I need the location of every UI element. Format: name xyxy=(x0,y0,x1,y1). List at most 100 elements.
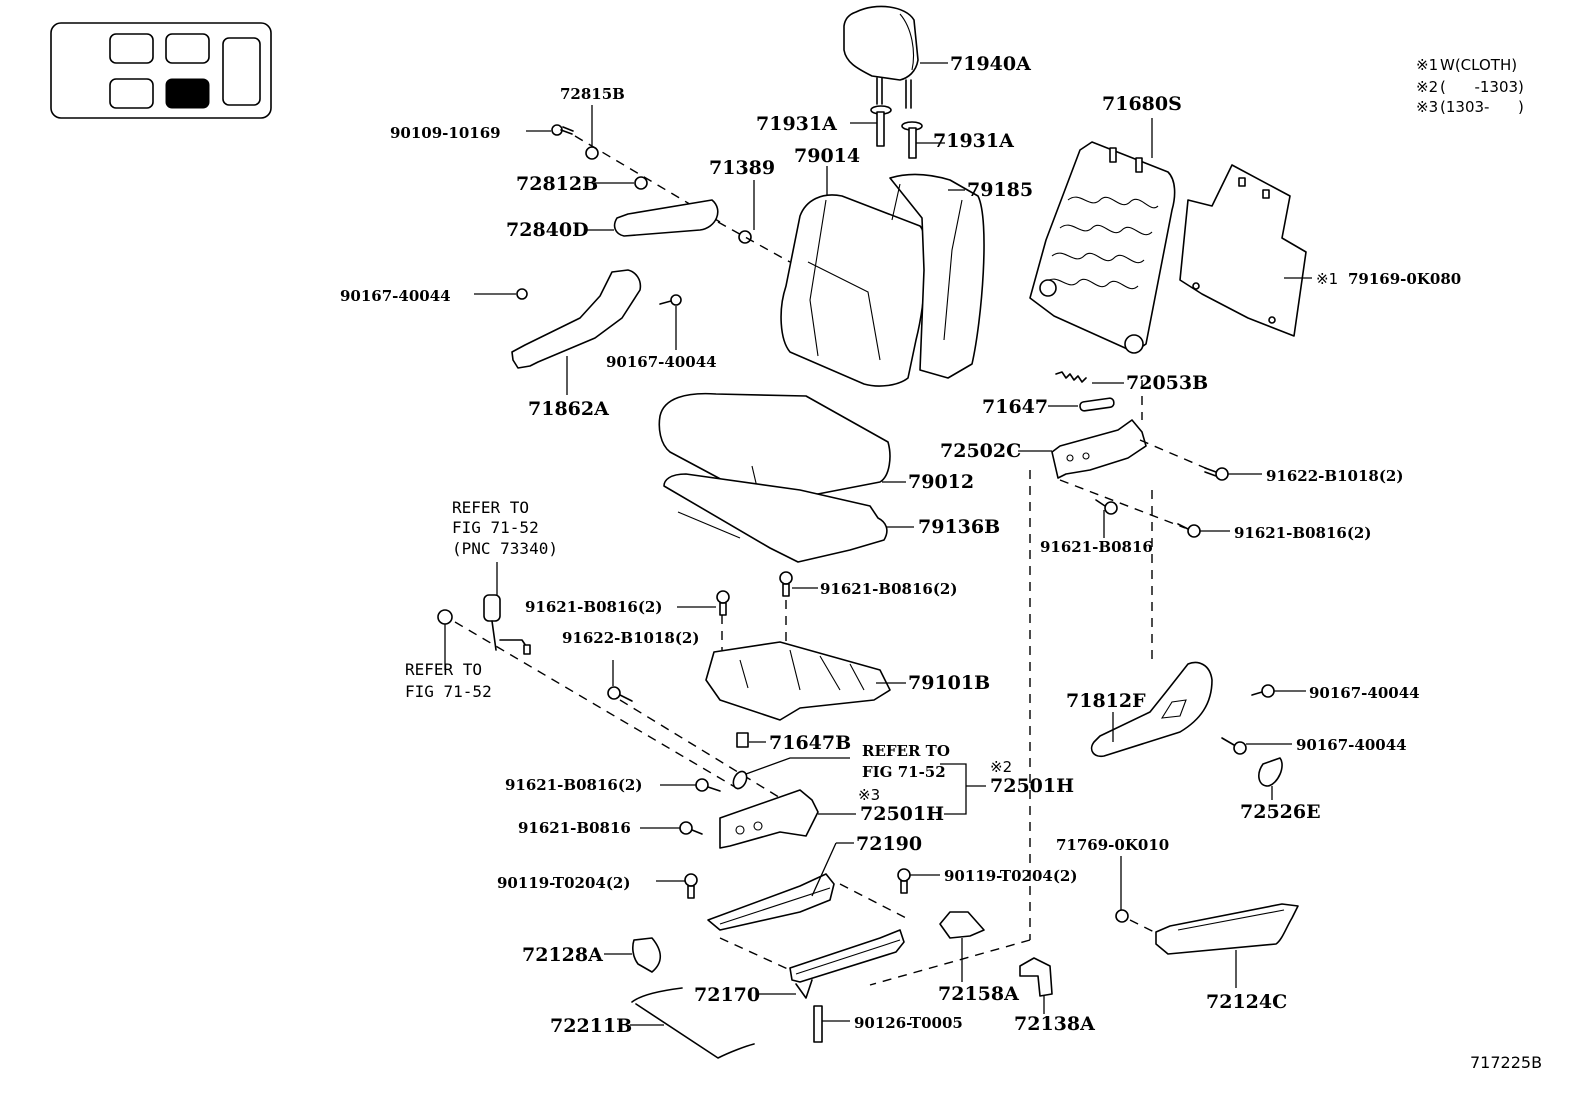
label-90167-40044-b: 90167-40044 xyxy=(606,353,717,371)
label-91622-B1018-left: 91622-B1018(2) xyxy=(562,629,699,647)
bolt-91621-lower-left xyxy=(660,778,721,792)
pad-71647B xyxy=(736,732,766,748)
ref-anchor-line-1: REFER TO xyxy=(405,660,482,679)
label-71931A-left: 71931A xyxy=(756,113,837,135)
figure-code: 717225B xyxy=(1470,1053,1542,1072)
bolt-90119-right xyxy=(897,868,940,894)
assembly-line xyxy=(717,221,791,263)
label-72812B: 72812B xyxy=(516,173,598,195)
label-90126-T0005: 90126-T0005 xyxy=(854,1014,963,1032)
label-72211B: 72211B xyxy=(550,1015,632,1037)
spring-72053B xyxy=(1055,371,1124,384)
screw-90167-d xyxy=(1221,737,1292,755)
label-79169-mark: ※1 xyxy=(1316,270,1338,288)
shield-71862A xyxy=(511,269,642,395)
seat-rear-right-highlighted xyxy=(165,78,210,109)
knob-72526E xyxy=(1258,757,1283,800)
label-90119-T0204-right: 90119-T0204(2) xyxy=(944,867,1077,885)
label-90109-10169: 90109-10169 xyxy=(390,124,501,142)
ref-bracket-line-2: FIG 71-52 xyxy=(862,763,946,781)
anchor-bolt xyxy=(437,609,453,670)
cushion-frame-79101B xyxy=(705,641,906,721)
seatback-cover-79014 xyxy=(780,166,927,387)
recliner-72502C xyxy=(1018,419,1147,479)
assembly-line xyxy=(1139,439,1211,471)
headrest-guide-right xyxy=(901,121,945,159)
note-1-text: W(CLOTH) xyxy=(1440,56,1517,74)
label-71647B: 71647B xyxy=(769,732,851,754)
label-72190: 72190 xyxy=(856,833,922,855)
label-71940A: 71940A xyxy=(950,53,1031,75)
label-79185: 79185 xyxy=(967,179,1033,201)
label-71862A: 71862A xyxy=(528,398,609,420)
screw-90167-b xyxy=(659,294,682,350)
wire-72211B xyxy=(630,987,755,1059)
label-72840D: 72840D xyxy=(506,219,589,241)
label-71769-0K010: 71769-0K010 xyxy=(1056,836,1169,854)
label-90119-T0204-left: 90119-T0204(2) xyxy=(497,874,630,892)
bushing xyxy=(732,757,850,790)
note-1-mark: ※1 xyxy=(1416,56,1438,74)
cushion-pad-79136B xyxy=(663,473,914,563)
cover-72158A xyxy=(939,911,985,982)
label-71931A-right: 71931A xyxy=(933,130,1014,152)
label-72501H-variant-3: 72501H xyxy=(860,803,944,825)
label-72170: 72170 xyxy=(694,984,760,1006)
variant-notes: ※1 W(CLOTH) ※2 ( -1303) ※3 (1303- ) xyxy=(1416,56,1524,116)
part-labels: 71940A 71931A 71931A 72815B 90109-10169 … xyxy=(340,53,1461,1037)
track-72170 xyxy=(756,929,905,999)
seat-rear-left xyxy=(109,78,154,109)
bolt-91621-single xyxy=(640,821,703,835)
cover-72124C xyxy=(1155,903,1299,988)
label-72158A: 72158A xyxy=(938,983,1019,1005)
assembly-line xyxy=(454,621,741,791)
bolt-91621-middle xyxy=(1095,499,1118,538)
seatback-cover-79185 xyxy=(889,173,985,379)
headrest-guide-left xyxy=(850,105,892,147)
assembly-line xyxy=(839,883,907,919)
label-71680S: 71680S xyxy=(1102,93,1182,115)
bolt-91621-left xyxy=(677,590,730,616)
seat-front-left xyxy=(109,33,154,64)
vehicle-outline xyxy=(50,22,272,119)
label-72501H-mark-2: ※2 xyxy=(990,758,1012,776)
label-79101B: 79101B xyxy=(908,672,990,694)
reference-bracket: REFER TO FIG 71-52 xyxy=(862,742,950,781)
seat-position-indicator xyxy=(50,22,272,119)
bolt-91622-right xyxy=(1204,467,1262,481)
label-71389: 71389 xyxy=(709,157,775,179)
label-91621-B0816-right: 91621-B0816(2) xyxy=(1234,524,1371,542)
bolt-90109 xyxy=(526,124,574,136)
label-72501H-variant-2: 72501H xyxy=(990,775,1074,797)
pin-71647 xyxy=(1048,397,1115,412)
nut-71389 xyxy=(738,180,755,244)
track-72190 xyxy=(707,842,854,931)
assembly-line xyxy=(719,937,791,971)
label-72053B: 72053B xyxy=(1126,372,1208,394)
label-90167-40044-a: 90167-40044 xyxy=(340,287,451,305)
note-3-text: (1303- ) xyxy=(1440,98,1524,116)
label-72128A: 72128A xyxy=(522,944,603,966)
back-board-79169 xyxy=(1179,164,1312,337)
label-72501H-mark-3: ※3 xyxy=(858,786,880,804)
note-3-mark: ※3 xyxy=(1416,98,1438,116)
bolt-91622-left xyxy=(607,660,633,702)
label-91622-B1018-right: 91622-B1018(2) xyxy=(1266,467,1403,485)
note-2-text: ( -1303) xyxy=(1440,78,1524,96)
label-91621-B0816-middle: 91621-B0816 xyxy=(1040,538,1153,556)
nut-72812B xyxy=(594,176,648,190)
label-90167-40044-d: 90167-40044 xyxy=(1296,736,1407,754)
label-72502C: 72502C xyxy=(940,440,1021,462)
bolt-90119-left xyxy=(656,873,698,899)
reference-belt: REFER TO FIG 71-52 (PNC 73340) xyxy=(452,498,558,558)
reference-anchor: REFER TO FIG 71-52 xyxy=(405,660,492,701)
bolt-91621-right xyxy=(1177,523,1230,538)
ref-belt-line-2: FIG 71-52 xyxy=(452,518,539,537)
ref-bracket-line-1: REFER TO xyxy=(862,742,950,760)
label-72138A: 72138A xyxy=(1014,1013,1095,1035)
ref-belt-line-1: REFER TO xyxy=(452,498,529,517)
label-91621-B0816-lower-left: 91621-B0816(2) xyxy=(505,776,642,794)
label-71812F: 71812F xyxy=(1066,690,1146,712)
assembly-line xyxy=(619,699,801,811)
